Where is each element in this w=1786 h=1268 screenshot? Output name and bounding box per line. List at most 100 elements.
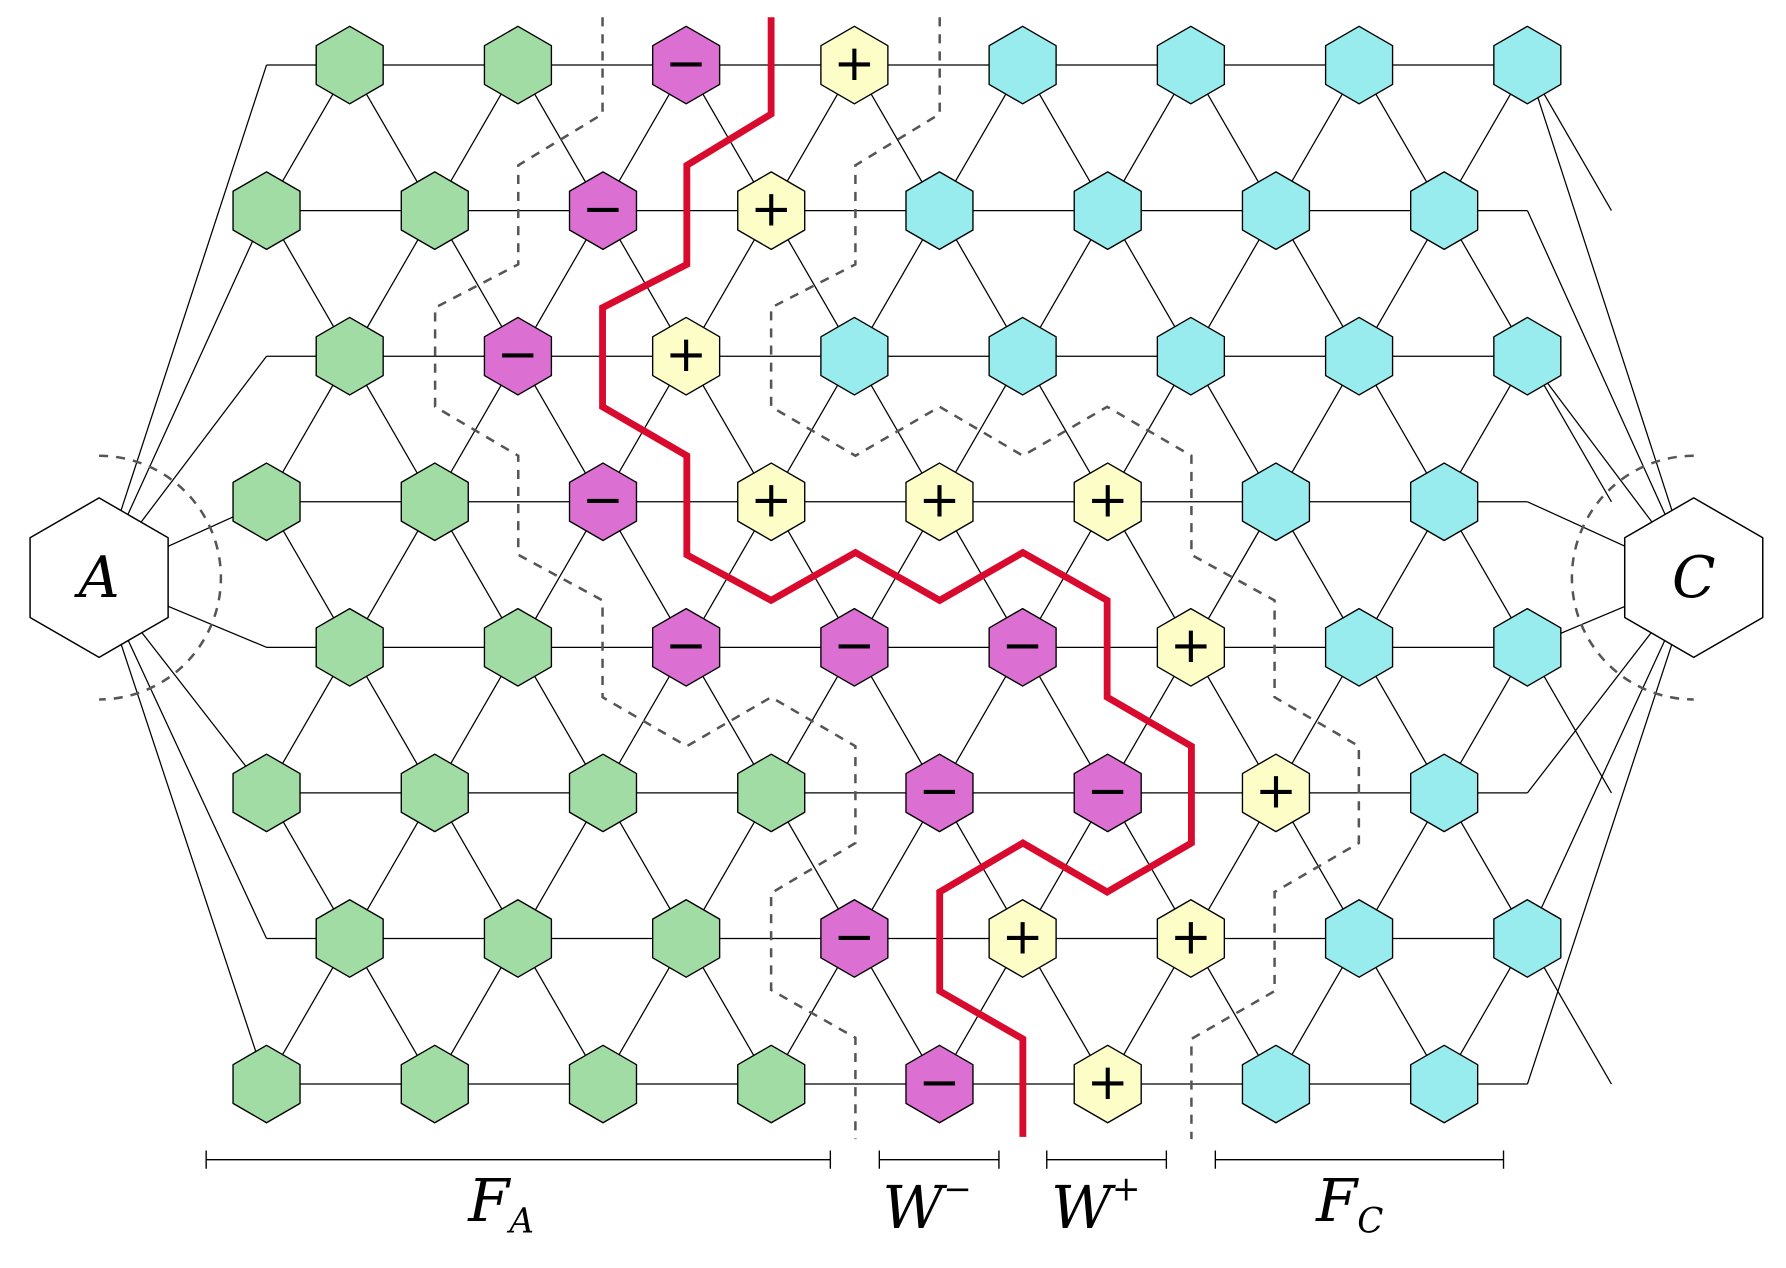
node-plus: + [905,462,974,542]
hexagon-node [568,171,638,251]
hexagon-node [737,462,806,542]
plus-sign: + [833,33,875,92]
node-cyan [820,316,889,396]
node-cyan [1156,316,1226,396]
hexagon-node [1410,1044,1479,1124]
hexagon-node [905,462,974,542]
hexagon-node [1156,607,1226,687]
terminal-a: A [29,497,169,659]
region-w-minus-base: W [882,1173,947,1242]
node-minus: − [568,462,638,542]
node-minus: − [820,899,889,978]
hexagon-node [905,753,974,833]
terminal-a-arc [99,454,223,701]
node-plus: + [988,899,1057,978]
node-green [568,753,638,833]
node-green [400,462,469,542]
region-w-plus-base: W [1051,1173,1116,1242]
node-plus: + [820,25,889,105]
hexagon-node [1073,462,1142,542]
node-cyan [1410,1044,1479,1124]
node-plus: + [737,462,806,542]
node-minus: − [483,316,553,396]
node-minus: − [1073,753,1142,833]
node-cyan [1241,462,1311,542]
terminal-c-edge [1526,64,1695,578]
plus-sign: + [1170,906,1212,965]
minus-sign: − [1002,615,1044,674]
hexagon-node [905,1044,974,1124]
node-plus: + [1156,899,1226,978]
node-cyan [1324,316,1394,396]
plus-sign: + [750,178,792,237]
right-region-boundary [769,17,1361,1140]
hexagon-node [1493,607,1562,687]
region-fa-sub: A [506,1202,534,1242]
hexagon-node [1073,171,1142,251]
hexagon-node [1241,462,1311,542]
node-cyan [1410,753,1479,833]
node-green [400,1044,469,1124]
minus-sign: − [918,1052,960,1111]
hexagon-node [232,1044,301,1124]
region-w-plus-sup: + [1112,1170,1141,1210]
hexagon-node [232,753,301,833]
node-cyan [1493,25,1562,105]
plus-sign: + [1002,906,1044,965]
terminal-a-label: A [74,545,120,611]
node-green [568,1044,638,1124]
hexagon-node [820,607,889,687]
plus-sign: + [1087,470,1129,529]
svg-text:W−: W− [882,1170,972,1242]
minus-sign: − [582,178,624,237]
region-fc-base: F [1315,1166,1359,1235]
region-fc-sub: C [1357,1202,1383,1242]
node-cyan [1241,171,1311,251]
hexagon-node [820,316,889,396]
node-plus: + [1073,1044,1142,1124]
hexagon-node [988,607,1057,687]
node-minus: − [820,607,889,687]
hexagon-node [988,316,1057,396]
hexagon-node [1493,25,1562,105]
node-green [232,462,301,542]
node-cyan [1324,899,1394,978]
hexagon-node [483,899,553,978]
hexagon-node [1410,462,1479,542]
node-cyan [988,25,1057,105]
node-green [315,25,384,105]
hexagon-node [1324,899,1394,978]
node-cyan [1493,316,1562,396]
hexagon-node [820,899,889,978]
plus-sign: + [1255,761,1297,820]
minus-sign: − [665,33,707,92]
hexagon-node [568,462,638,542]
hexagon-node [568,1044,638,1124]
terminal-c-edge [1526,577,1695,1085]
hexagon-node [651,25,721,105]
node-plus: + [651,316,721,396]
svg-text:FC: FC [1315,1166,1383,1241]
node-plus: + [737,171,806,251]
plus-sign: + [750,470,792,529]
hexagon-node [400,753,469,833]
node-plus: + [1073,462,1142,542]
node-green [232,753,301,833]
minus-sign: − [665,615,707,674]
hexagon-node [737,1044,806,1124]
svg-text:W+: W+ [1051,1170,1141,1242]
hexagon-node [1241,171,1311,251]
node-minus: − [988,607,1057,687]
plus-sign: + [918,470,960,529]
node-minus: − [568,171,638,251]
hexagon-node [315,25,384,105]
region-w-plus: W+ [1046,1150,1168,1242]
hexagon-node [820,25,889,105]
hexagon-node [400,1044,469,1124]
terminals: A C [29,497,1764,659]
node-cyan [1324,25,1394,105]
region-w-minus-sup: − [943,1170,972,1210]
hexagon-node [737,753,806,833]
node-plus: + [1241,753,1311,833]
